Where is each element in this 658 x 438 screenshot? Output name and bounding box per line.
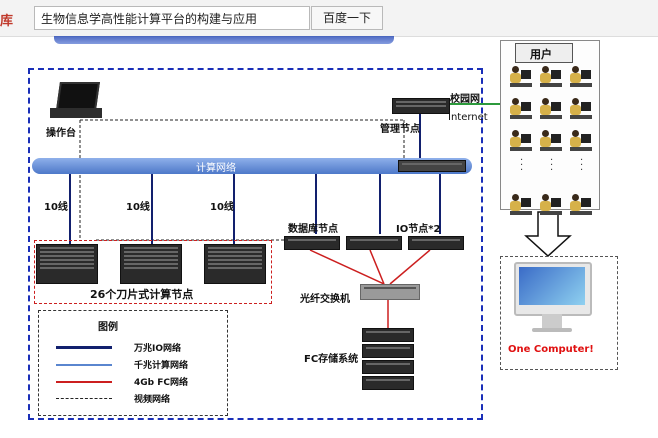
search-input[interactable] — [34, 6, 310, 30]
user-workstation-icon — [510, 194, 532, 218]
fc-link — [309, 249, 385, 285]
user-workstation-icon — [570, 66, 592, 90]
user-workstation-icon — [540, 130, 562, 154]
user-workstation-icon — [540, 98, 562, 122]
cluster-frame — [28, 68, 483, 420]
blade-nodes-frame — [34, 240, 272, 304]
diagram-title-remnant — [54, 36, 394, 44]
user-workstation-icon — [540, 66, 562, 90]
legend-item: 4Gb FC网络 — [134, 378, 188, 388]
management-node-server — [392, 98, 450, 114]
user-workstation-icon — [510, 130, 532, 154]
io-node-server — [408, 236, 464, 250]
legend-swatch-fc — [56, 381, 112, 383]
ellipsis-dots: · · · — [550, 155, 554, 176]
io-node-label: IO节点*2 — [396, 224, 441, 235]
imac-icon — [514, 262, 592, 334]
compute-network-bar — [32, 158, 472, 174]
user-workstation-icon — [510, 98, 532, 122]
campus-network-label: 校园网 — [450, 94, 480, 105]
ten-line-label: 10线 — [210, 202, 234, 213]
console-terminal-icon — [50, 82, 102, 120]
fc-link — [389, 249, 431, 285]
legend-swatch-io — [56, 346, 112, 349]
one-computer-frame — [500, 256, 618, 370]
ellipsis-dots: · · · — [520, 155, 524, 176]
legend-item: 万兆IO网络 — [134, 344, 181, 354]
legend-item: 千兆计算网络 — [134, 361, 189, 371]
search-button[interactable]: 百度一下 — [311, 6, 383, 30]
database-node-label: 数据库节点 — [288, 224, 338, 235]
blade-chassis — [204, 244, 266, 284]
io-node-server — [346, 236, 402, 250]
legend-title: 图例 — [98, 322, 118, 333]
brand-text: 库 — [0, 14, 14, 29]
users-title: 用户 — [530, 48, 552, 61]
ellipsis-dots: · · · — [580, 155, 584, 176]
users-title-box — [515, 43, 573, 63]
fc-switch-device — [360, 284, 420, 300]
user-workstation-icon — [510, 66, 532, 90]
fc-link — [369, 249, 385, 285]
compute-network-label: 计算网络 — [196, 163, 236, 174]
ten-line-label: 10线 — [126, 202, 150, 213]
fc-storage-stack — [362, 328, 414, 390]
blade-nodes-label: 26个刀片式计算节点 — [90, 288, 194, 301]
internet-label: Internet — [448, 112, 488, 123]
database-node-server — [284, 236, 340, 250]
fc-storage-label: FC存储系统 — [304, 354, 359, 365]
user-workstation-icon — [540, 194, 562, 218]
one-computer-label: One Computer! — [508, 344, 594, 355]
blade-chassis — [36, 244, 98, 284]
blade-chassis — [120, 244, 182, 284]
legend-box — [38, 310, 228, 416]
network-switch — [398, 160, 466, 172]
user-workstation-icon — [570, 130, 592, 154]
management-node-label: 管理节点 — [380, 124, 420, 135]
user-workstation-icon — [570, 98, 592, 122]
legend-swatch-video — [56, 398, 112, 399]
fc-switch-label: 光纤交换机 — [300, 294, 350, 305]
legend-item: 视频网络 — [134, 395, 171, 405]
arrow-down-icon — [524, 211, 572, 258]
console-label: 操作台 — [46, 128, 76, 139]
ten-line-label: 10线 — [44, 202, 68, 213]
legend-swatch-compute — [56, 364, 112, 366]
user-workstation-icon — [570, 194, 592, 218]
user-grid: · · · · · · · · · — [506, 66, 594, 215]
